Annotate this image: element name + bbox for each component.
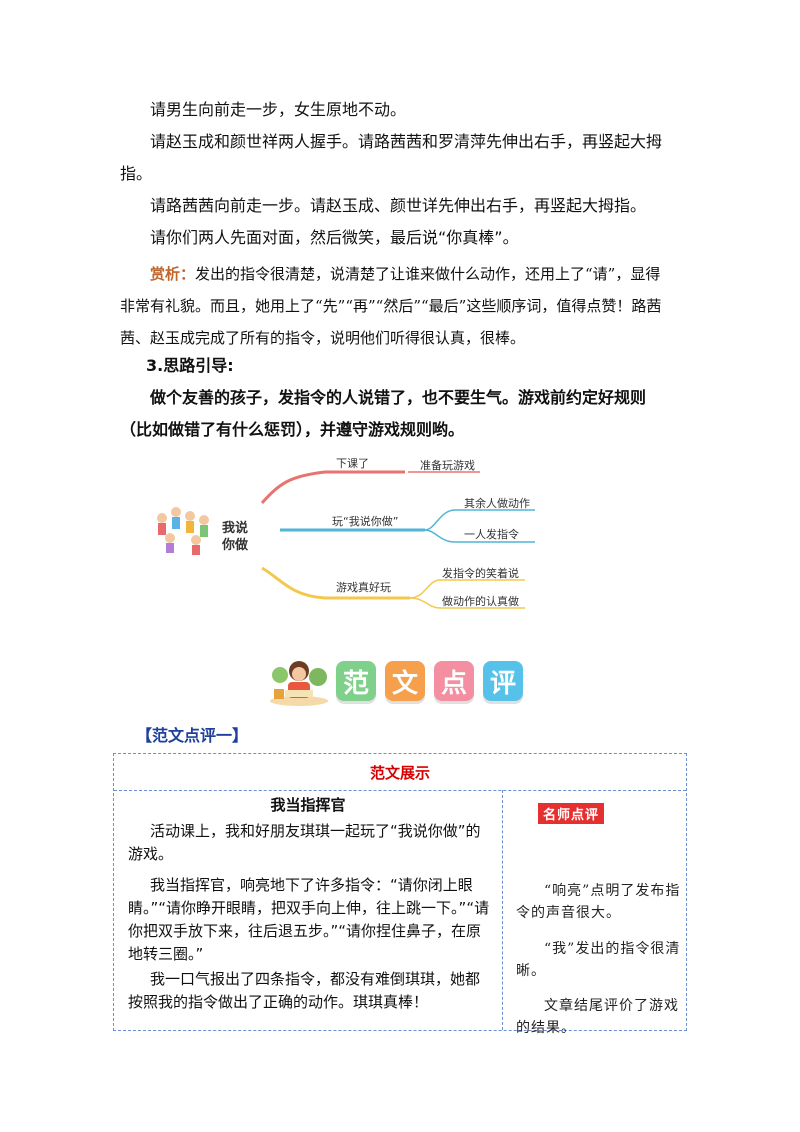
appreciation-paragraph: 赏析：发出的指令很清楚，说清楚了让谁来做什么动作，还用上了“请”，显得非常有礼貌… <box>120 258 675 354</box>
mind-map-root: 我说 你做 <box>222 520 248 554</box>
banner-tile-4: 评 <box>483 661 523 701</box>
branch-leaf-2-1: 其余人做动作 <box>464 497 530 510</box>
essay-paragraph-3: 我一口气报出了四条指令，都没有难倒琪琪，她都按照我的指令做出了正确的动作。琪琪真… <box>128 970 481 1011</box>
guide-heading: 3.思路引导: <box>146 356 234 375</box>
mind-map-root-line-1: 我说 <box>222 521 249 536</box>
instruction-line-1: 请男生向前走一步，女生原地不动。 <box>150 100 407 119</box>
model-essay-table: 范文展示 我当指挥官 活动课上，我和好朋友琪琪一起玩了“我说你做”的游戏。 我当… <box>113 753 687 1036</box>
essay-paragraph-1: 活动课上，我和好朋友琪琪一起玩了“我说你做”的游戏。 <box>128 822 481 863</box>
banner-tile-2: 文 <box>385 661 425 701</box>
mind-map: 我说 你做 下课了 准备玩游戏 玩“我说你做” 其余人做动作 一人发指令 游戏真… <box>140 448 560 618</box>
branch-leaf-3-1: 发指令的笑着说 <box>442 567 519 580</box>
branch-label-2: 玩“我说你做” <box>332 515 399 528</box>
teacher-comment-3: 文章结尾评价了游戏的结果。 <box>516 998 679 1036</box>
essay-title: 我当指挥官 <box>270 796 346 814</box>
section-label: 【范文点评一】 <box>136 726 249 745</box>
instruction-line-2: 请赵玉成和颜世祥两人握手。请路茜茜和罗清萍先伸出右手，再竖起大拇指。 <box>120 132 663 183</box>
banner-tile-1: 范 <box>336 661 376 701</box>
branch-label-3: 游戏真好玩 <box>336 581 391 594</box>
reading-girl-illustration <box>270 661 328 706</box>
guide-text: 做个友善的孩子，发指令的人说错了，也不要生气。游戏前约定好规则（比如做错了有什么… <box>120 388 647 439</box>
appreciation-label: 赏析： <box>150 265 196 283</box>
teacher-comment-2: “我”发出的指令很清晰。 <box>516 941 681 979</box>
branch-leaf-1-1: 准备玩游戏 <box>420 459 475 472</box>
branch-leaf-2-2: 一人发指令 <box>464 528 519 541</box>
branch-leaf-3-2: 做动作的认真做 <box>442 595 519 608</box>
instruction-line-3: 请路茜茜向前走一步。请赵玉成、颜世详先伸出右手，再竖起大拇指。 <box>150 196 647 215</box>
table-header: 范文展示 <box>114 754 686 791</box>
instruction-line-4: 请你们两人先面对面，然后微笑，最后说“你真棒”。 <box>150 228 519 247</box>
mind-map-root-line-2: 你做 <box>222 538 249 553</box>
essay-paragraph-2: 我当指挥官，响亮地下了许多指令：“请你闭上眼睛。”“请你睁开眼睛，把双手向上伸，… <box>128 876 490 963</box>
teacher-comment-1: “响亮”点明了发布指令的声音很大。 <box>516 883 681 921</box>
teacher-comment-badge: 名师点评 <box>538 803 605 824</box>
children-playing-illustration <box>157 507 209 555</box>
appreciation-text: 发出的指令很清楚，说清楚了让谁来做什么动作，还用上了“请”，显得非常有礼貌。而且… <box>120 265 662 347</box>
banner-tile-3: 点 <box>434 661 474 701</box>
review-banner: 范 文 点 评 <box>268 655 532 707</box>
table-divider <box>502 790 503 1030</box>
mind-map-lines <box>157 470 535 609</box>
branch-label-1: 下课了 <box>336 457 369 470</box>
